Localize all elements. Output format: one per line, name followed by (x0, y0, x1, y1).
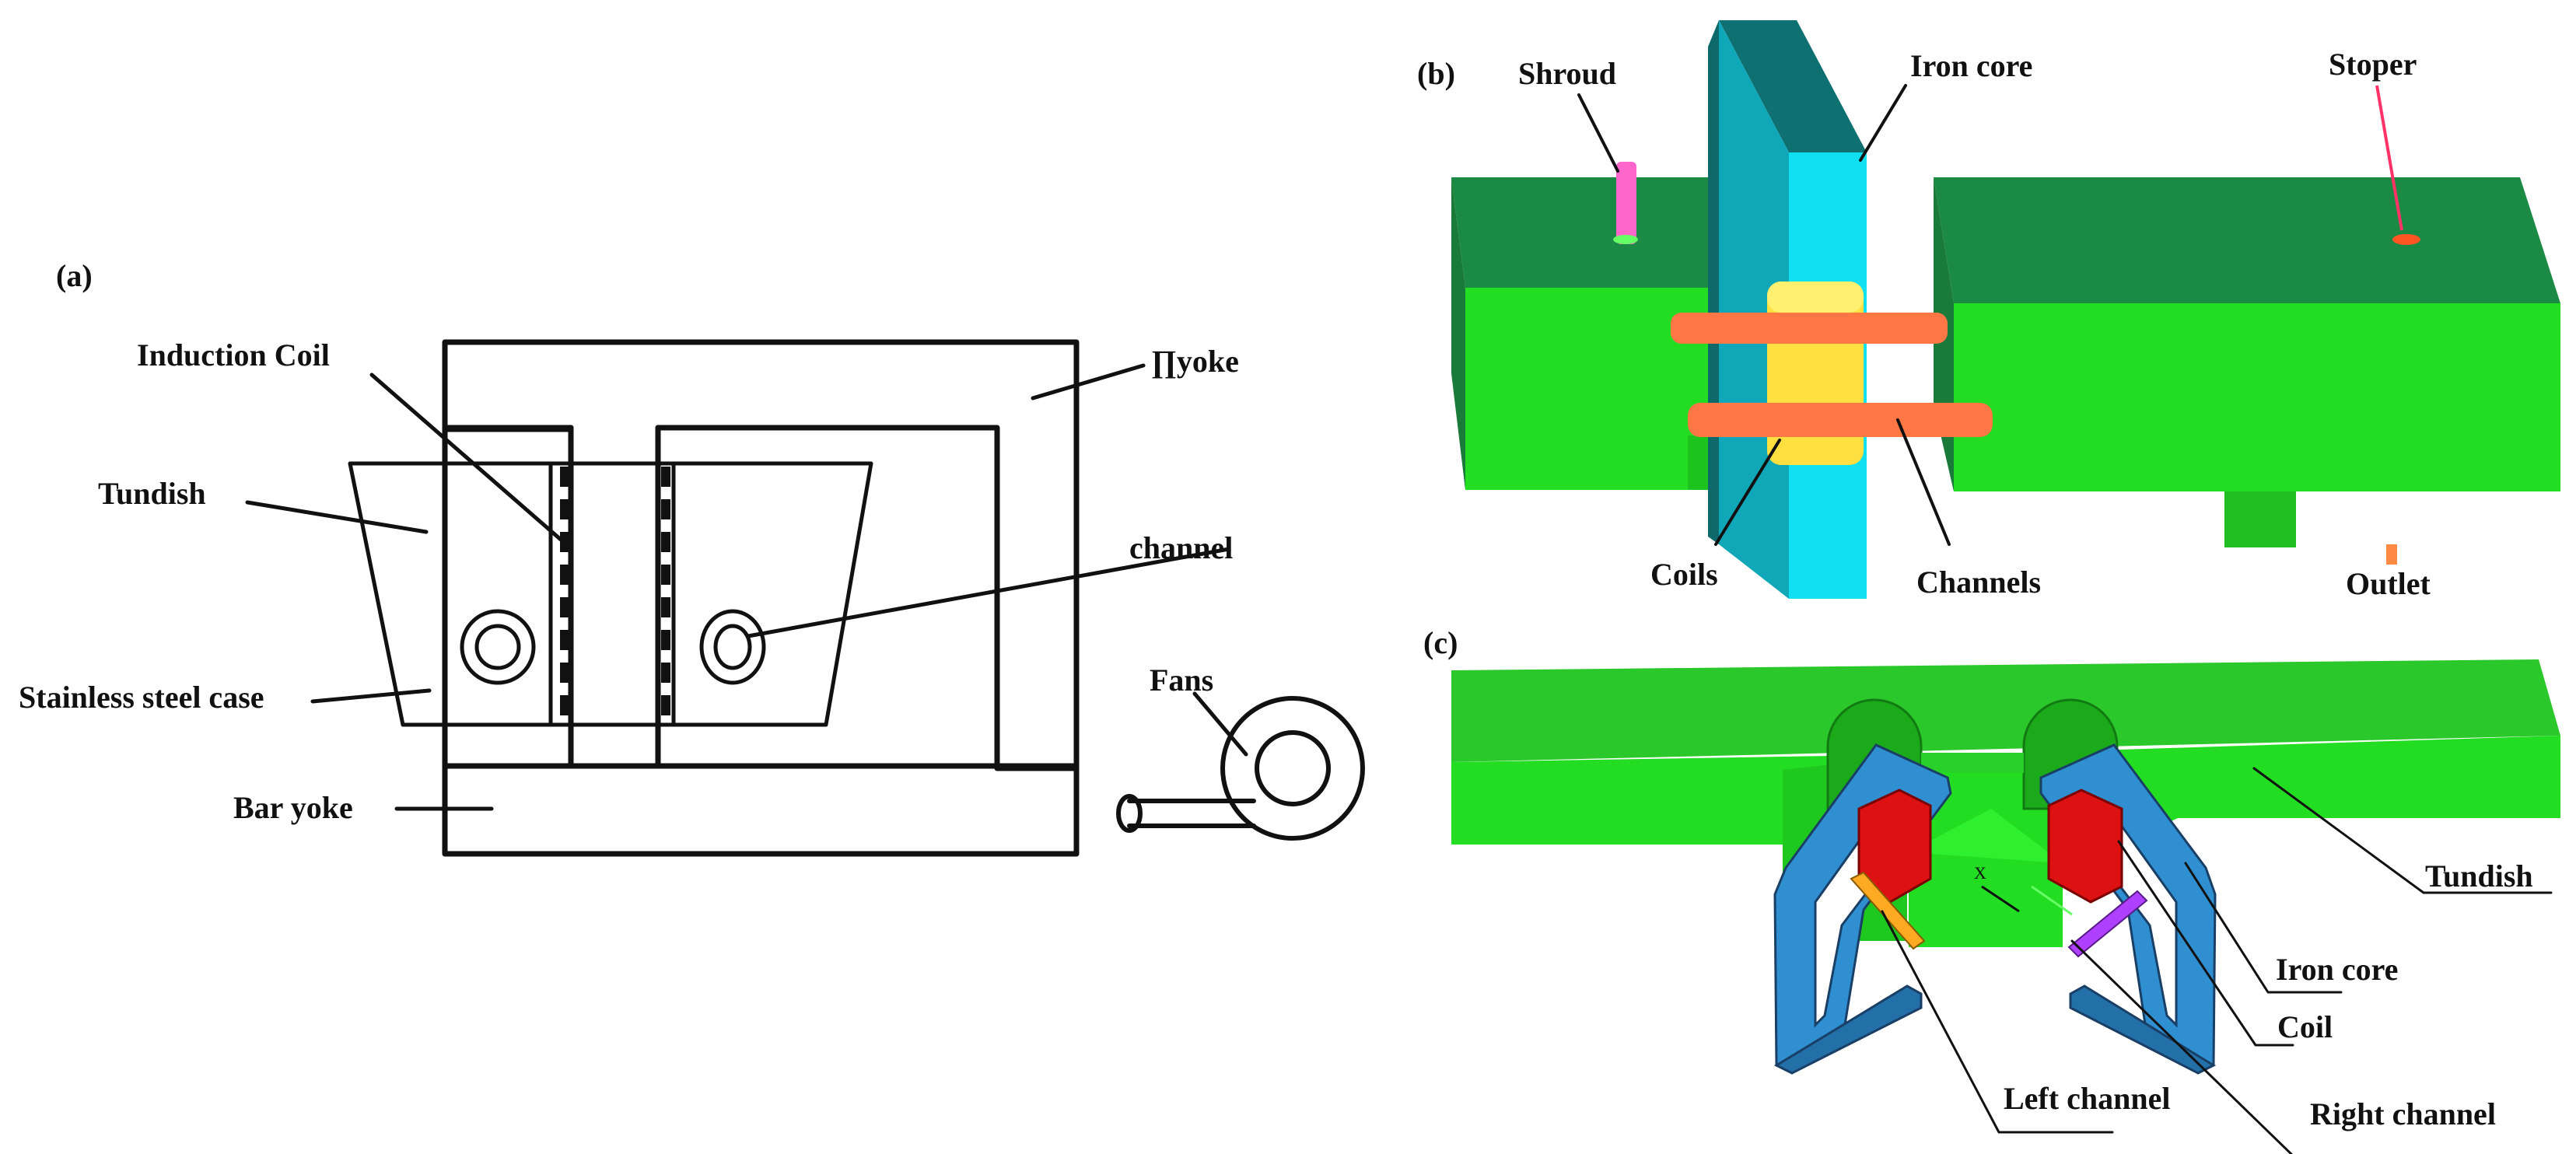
panel-b: (b) Shroud Ir (1417, 20, 2560, 601)
leader-tundish-c (2252, 767, 2553, 894)
label-right-channel: Right channel (2310, 1096, 2496, 1131)
leader-pi-yoke (1031, 363, 1146, 400)
panel-c-tag: (c) (1423, 625, 1458, 660)
leader-iron-core-b (1859, 84, 1907, 162)
tundish-c-top (1451, 659, 2560, 762)
leader-coil-c (2117, 840, 2294, 1047)
label-channels: Channels (1916, 565, 2041, 600)
shroud (1616, 162, 1636, 244)
leader-shroud (1577, 93, 1619, 173)
fan-outer (1220, 696, 1365, 841)
label-fans: Fans (1150, 663, 1213, 698)
label-tundish: Tundish (98, 476, 206, 511)
channel-left-inner (474, 624, 521, 670)
stoper (2392, 234, 2420, 245)
panel-c: (c) X Tun (1423, 625, 2560, 1154)
tundish-c-center-top (1909, 809, 2063, 863)
right-channel-bar (2067, 890, 2148, 958)
label-stainless-steel-case: Stainless steel case (19, 680, 264, 715)
fan-duct (1127, 799, 1256, 828)
leader-iron-core-c (2184, 862, 2343, 994)
bar-yoke (442, 763, 1080, 857)
channel-left-outer (460, 609, 536, 685)
panel-a-tag: (a) (56, 258, 93, 293)
coil-right (2047, 789, 2123, 904)
label-outlet: Outlet (2346, 566, 2431, 601)
label-left-channel: Left channel (2004, 1081, 2170, 1116)
pi-yoke (442, 339, 1080, 771)
panel-a: (a) I (19, 258, 1365, 857)
fan-duct-end (1116, 794, 1143, 833)
label-iron-core-b: Iron core (1910, 48, 2032, 83)
tundish-c-front (1451, 736, 2560, 845)
label-coils: Coils (1650, 557, 1718, 592)
shroud-hole (1613, 235, 1638, 244)
core-left-bottom (1773, 984, 1923, 1075)
tundish-left-top (1451, 177, 1724, 288)
bowl-bridge (1921, 753, 2024, 773)
label-channel: channel (1129, 530, 1233, 565)
leader-fans (1192, 691, 1248, 757)
iron-core-rear-left (1708, 20, 1719, 544)
label-shroud: Shroud (1518, 56, 1616, 91)
label-coil-c: Coil (2277, 1009, 2333, 1044)
axis-green (2031, 885, 2073, 916)
leader-coils (1714, 439, 1781, 546)
axis-arrow (1981, 885, 2020, 913)
coil-block-top (1767, 282, 1864, 313)
tundish-left-front (1465, 288, 1724, 490)
tundish-left-side (1451, 177, 1465, 490)
tundish-case (348, 461, 873, 727)
label-stoper: Stoper (2329, 47, 2417, 82)
leader-case (310, 688, 432, 704)
channel-right-inner (713, 624, 752, 670)
leader-stoper (2375, 85, 2403, 231)
axis-x-label: X (1974, 863, 1986, 883)
label-iron-core-c: Iron core (2276, 952, 2398, 987)
fan-inner (1255, 730, 1331, 806)
leader-channels (1896, 418, 1951, 546)
label-bar-yoke: Bar yoke (233, 790, 353, 825)
core-right-bottom (2069, 984, 2217, 1075)
leader-induction-coil (369, 372, 569, 547)
channel-right-outer (699, 609, 766, 685)
outlet-nozzle (2386, 544, 2397, 565)
leader-tundish (245, 500, 429, 534)
tundish-right-step (2224, 491, 2296, 547)
leader-right-channel (2070, 939, 2294, 1154)
pi-yoke-inner (442, 425, 661, 442)
channel-upper (1671, 313, 1948, 344)
label-pi-yoke: ∏yoke (1151, 344, 1239, 379)
tundish-right-front (1954, 303, 2560, 547)
leader-left-channel (1881, 910, 2114, 1134)
leader-channel (746, 547, 1231, 638)
channel-lower (1688, 403, 1993, 437)
label-induction-coil: Induction Coil (137, 337, 330, 372)
left-channel-bar (1850, 871, 1926, 950)
tundish-right-top (1934, 177, 2560, 303)
label-tundish-c: Tundish (2425, 859, 2533, 893)
iron-core-back (1719, 20, 1867, 152)
panel-b-tag: (b) (1417, 56, 1455, 91)
